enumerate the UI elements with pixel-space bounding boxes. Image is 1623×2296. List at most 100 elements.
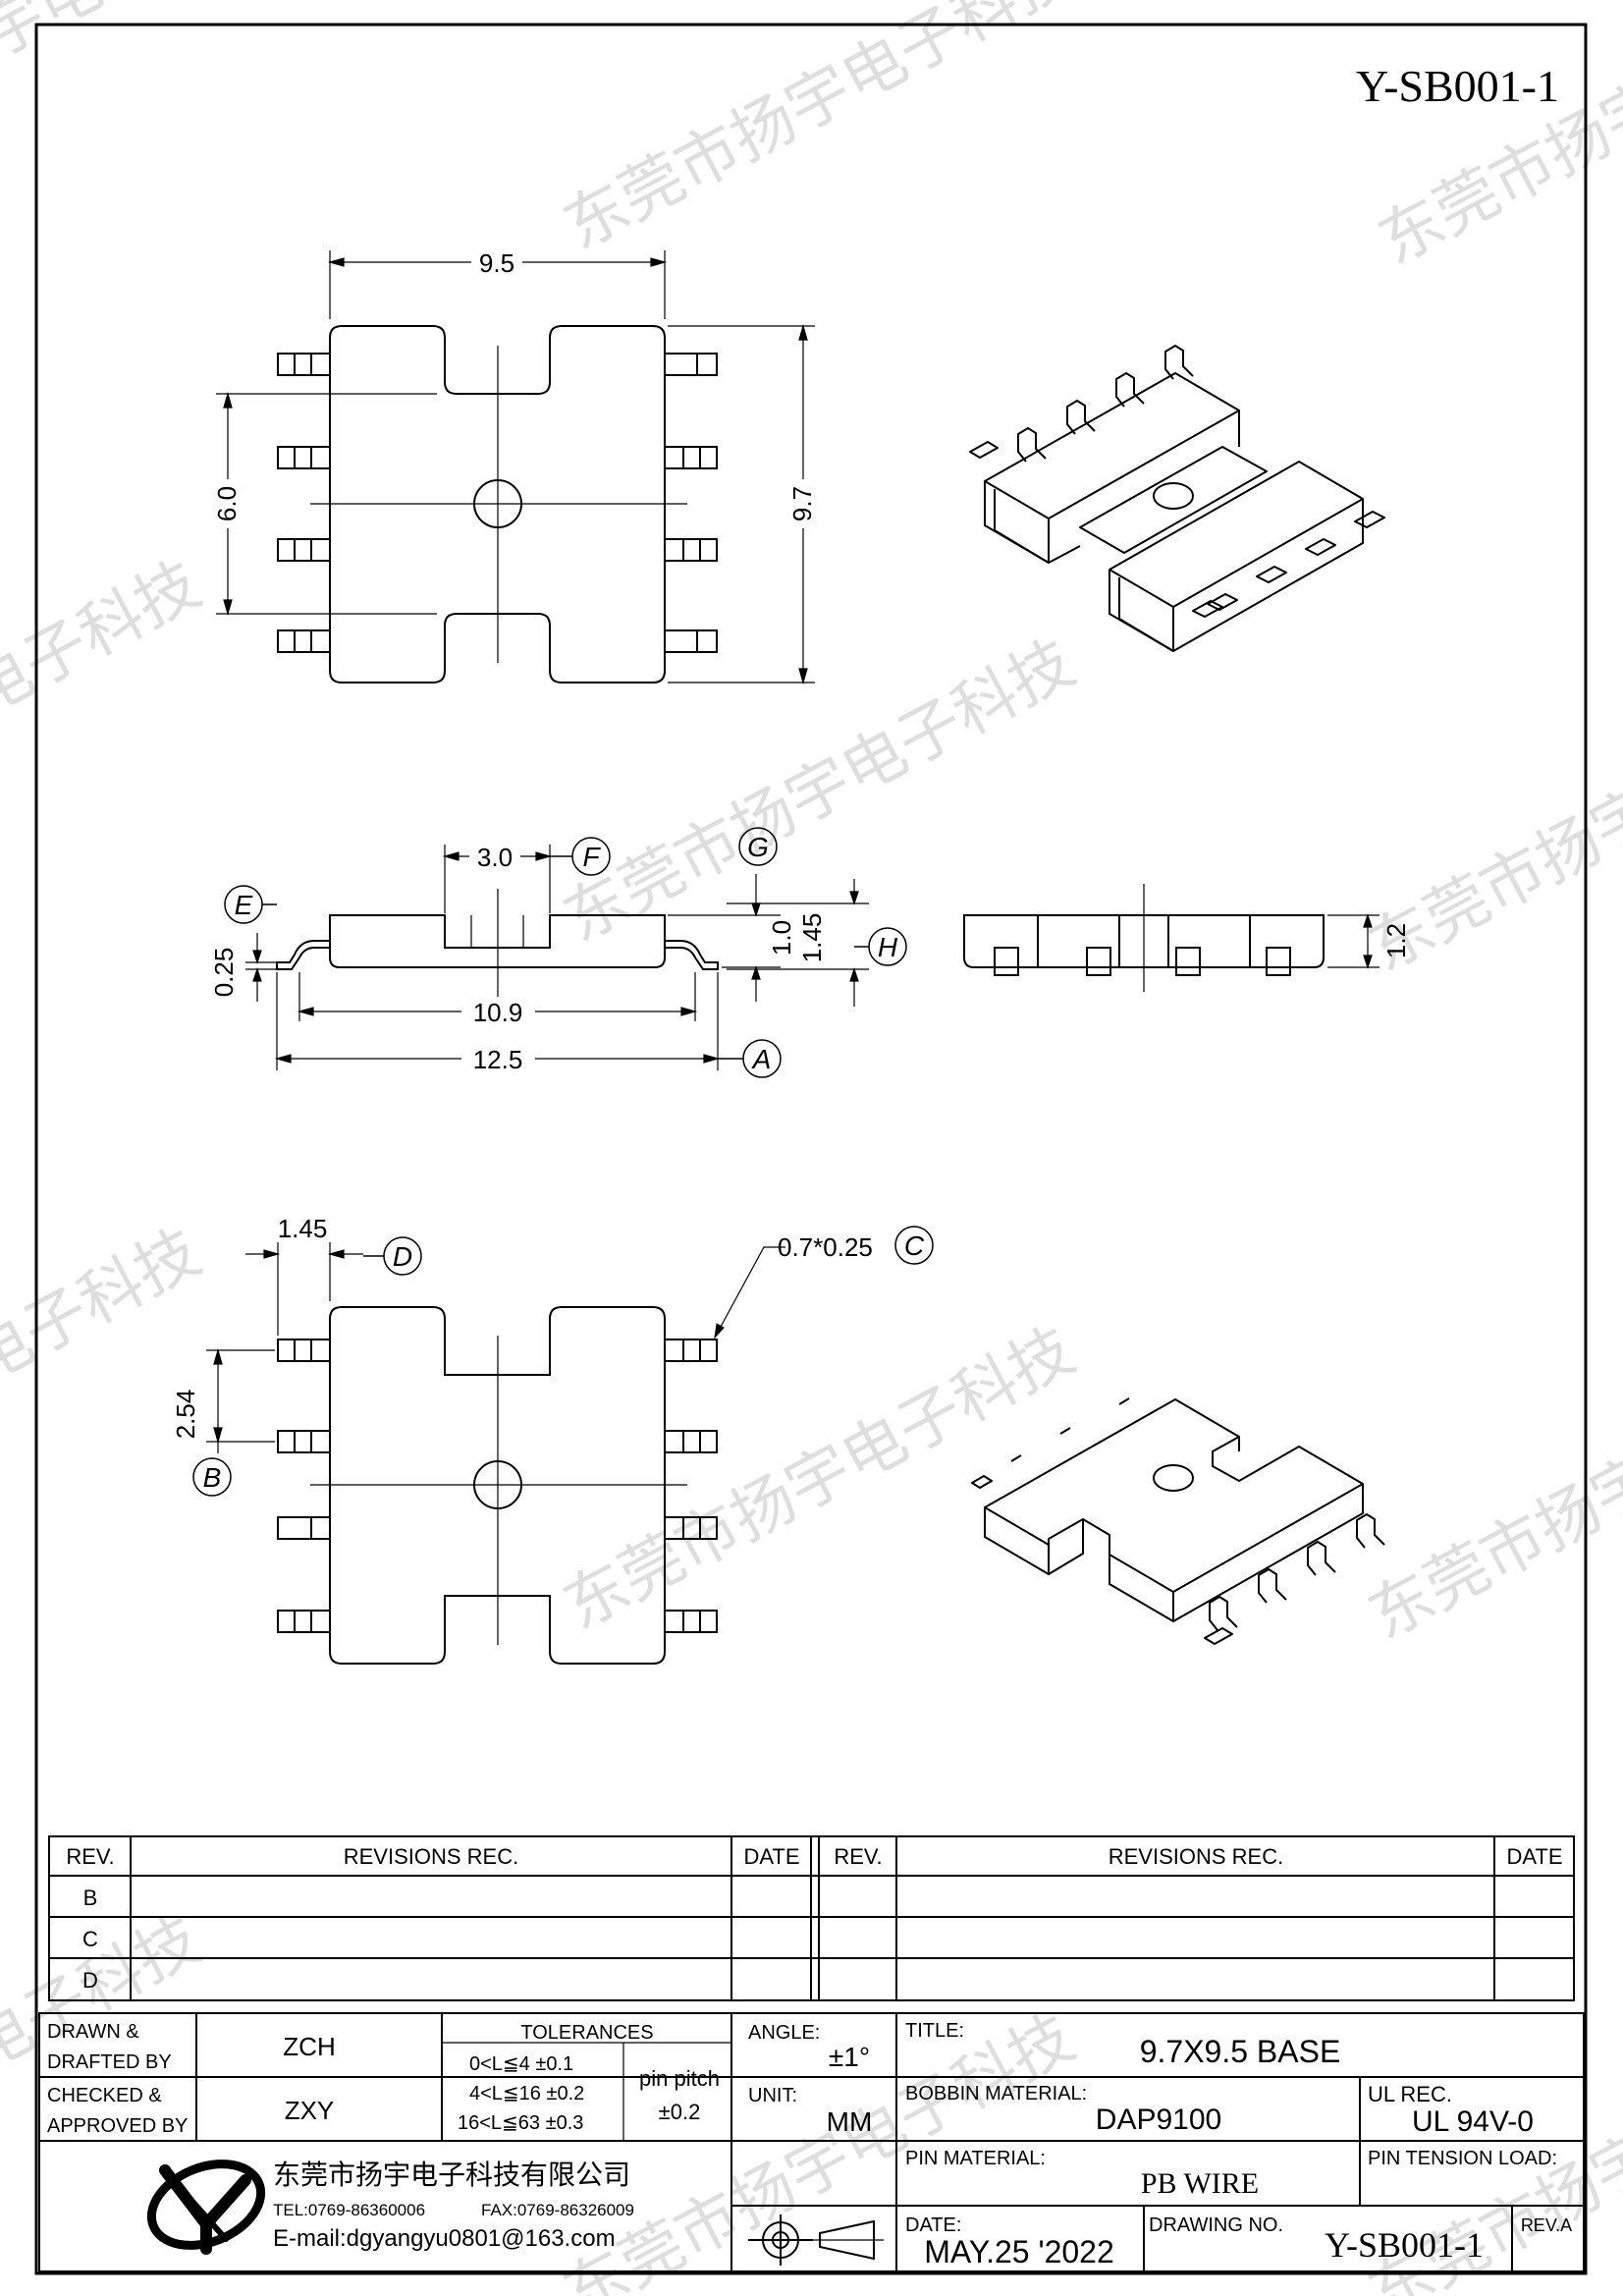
dim-label-1-2: 1.2 xyxy=(1381,923,1411,958)
pin-pitch-tol: ±0.2 xyxy=(659,2100,701,2124)
dim-pin-pitch xyxy=(206,1347,275,1453)
projection-symbol-icon xyxy=(748,2214,884,2266)
drawn-value: ZCH xyxy=(283,2032,335,2061)
dim-label-9-5: 9.5 xyxy=(479,248,514,278)
pin-pitch-label: pin pitch xyxy=(639,2066,720,2091)
dim-overall-length xyxy=(274,972,721,1070)
checked-label: CHECKED & xyxy=(47,2085,162,2106)
rev-row-b: B xyxy=(83,1886,98,1910)
watermark: 东莞市扬宇电子科技 xyxy=(0,0,280,189)
callout-f: F xyxy=(582,842,601,872)
bobbin-material-label: BOBBIN MATERIAL: xyxy=(905,2083,1087,2105)
tolerances-label: TOLERANCES xyxy=(520,2022,653,2044)
drawing-no-value: Y-SB001-1 xyxy=(1325,2225,1484,2265)
watermark: 东莞市扬宇电子科技 xyxy=(553,627,1085,955)
dim-pin-width xyxy=(245,1242,363,1336)
rev-row-d: D xyxy=(82,1968,98,1993)
watermark: 东莞市扬宇电子科技 xyxy=(1358,1324,1623,1652)
iso-view-bottom xyxy=(971,1397,1385,1645)
top-left-pins xyxy=(277,353,331,653)
checked-value: ZXY xyxy=(285,2096,335,2125)
dim-pin-span xyxy=(297,972,698,1021)
bottom-left-pins xyxy=(277,1339,331,1633)
leader-pin-section xyxy=(714,1246,785,1339)
date-header: DATE xyxy=(1506,1844,1562,1869)
rev-header: REV. xyxy=(834,1844,882,1869)
dim-top-left-height xyxy=(216,391,437,617)
dim-label-3-0: 3.0 xyxy=(477,843,513,872)
dim-label-0-25: 0.25 xyxy=(209,948,239,998)
tolerance-2: 4<L≦16 ±0.2 xyxy=(469,2083,584,2105)
callouts-bottom xyxy=(192,1226,934,1497)
dim-top-width xyxy=(327,250,668,319)
revision-table xyxy=(48,1835,1575,2001)
unit-value: MM xyxy=(827,2106,873,2137)
company-tel: TEL:0769-86360006 xyxy=(273,2201,425,2219)
dim-lead-thickness xyxy=(245,933,277,1002)
dim-label-pin-width: 1.45 xyxy=(278,1214,328,1243)
dim-label-12-5: 12.5 xyxy=(473,1045,523,1074)
top-body-outline xyxy=(329,325,666,683)
dim-side-height xyxy=(1327,913,1380,969)
dim-top-right-height xyxy=(668,323,815,685)
tolerance-1: 0<L≦4 ±0.1 xyxy=(469,2053,573,2075)
callout-g: G xyxy=(747,832,769,862)
revision-label: REV.A xyxy=(1521,2215,1572,2235)
rev-row-c: C xyxy=(82,1927,98,1951)
angle-label: ANGLE: xyxy=(748,2022,820,2044)
dim-label-pin-section: 0.7*0.25 xyxy=(778,1232,873,1262)
top-view-labels: 9.5 6.0 9.7 xyxy=(212,248,817,521)
bottom-view xyxy=(206,1242,785,1665)
company-name: 东莞市扬宇电子科技有限公司 xyxy=(273,2159,630,2190)
sheet-border xyxy=(34,23,1588,2275)
callout-c: C xyxy=(904,1230,925,1261)
company-fax: FAX:0769-86326009 xyxy=(481,2201,634,2219)
dim-label-9-7: 9.7 xyxy=(787,486,817,521)
pin-tension-label: PIN TENSION LOAD: xyxy=(1368,2148,1557,2169)
front-right-lead xyxy=(665,940,719,970)
company-logo xyxy=(146,2159,266,2255)
bottom-body-outline xyxy=(329,1306,666,1665)
rev-header: REV. xyxy=(66,1844,114,1869)
date-label: DATE: xyxy=(905,2214,961,2236)
rec-header: REVISIONS REC. xyxy=(344,1844,518,1869)
drawing-no-label: DRAWING NO. xyxy=(1149,2214,1283,2236)
angle-value: ±1° xyxy=(829,2042,870,2072)
tolerance-3: 16<L≦63 ±0.3 xyxy=(458,2112,583,2134)
title-label: TITLE: xyxy=(905,2020,964,2042)
checked-label-2: APPROVED BY xyxy=(47,2115,188,2137)
date-value: MAY.25 '2022 xyxy=(924,2234,1114,2269)
company-email: E-mail:dgyangyu0801@163.com xyxy=(273,2225,616,2252)
title-block-text: DRAWN & DRAFTED BY ZCH CHECKED & APPROVE… xyxy=(47,2020,1572,2269)
pin-material-value: PB WIRE xyxy=(1141,2167,1259,2200)
dim-total-height xyxy=(727,879,869,1007)
callout-h: H xyxy=(878,932,898,962)
callout-a: A xyxy=(751,1044,772,1074)
rec-header: REVISIONS REC. xyxy=(1109,1844,1283,1869)
watermark: 东莞市扬宇电子科技 xyxy=(553,0,1085,262)
ul-rec-value: UL 94V-0 xyxy=(1412,2105,1534,2138)
bottom-view-labels: 1.45 2.54 0.7*0.25 xyxy=(171,1214,873,1439)
front-view-labels: 3.0 10.9 12.5 0.25 1.0 1.45 xyxy=(209,843,827,1074)
watermark: 东莞市扬宇电子科技 xyxy=(553,1314,1085,1642)
pin-material-label: PIN MATERIAL: xyxy=(905,2148,1046,2169)
top-right-pins xyxy=(664,353,718,653)
callout-letters-front: E F G H A xyxy=(235,832,898,1074)
bobbin-material-value: DAP9100 xyxy=(1096,2104,1221,2136)
callout-b: B xyxy=(203,1462,222,1493)
bottom-right-pins xyxy=(664,1339,718,1633)
revision-table-text: REV. REVISIONS REC. DATE REV. REVISIONS … xyxy=(66,1844,1562,1993)
front-left-lead xyxy=(276,940,330,970)
callout-d: D xyxy=(393,1241,412,1272)
side-view xyxy=(963,884,1380,992)
callout-e: E xyxy=(235,890,253,920)
dim-label-6-0: 6.0 xyxy=(212,486,242,521)
unit-label: UNIT: xyxy=(748,2085,797,2106)
front-view xyxy=(245,845,869,1070)
watermark: 东莞市扬宇电子科技 xyxy=(0,1216,211,1544)
dim-label-1-0: 1.0 xyxy=(767,920,796,956)
top-view xyxy=(216,250,815,685)
dim-label-1-45: 1.45 xyxy=(797,913,827,963)
dim-label-2-54: 2.54 xyxy=(171,1390,200,1440)
